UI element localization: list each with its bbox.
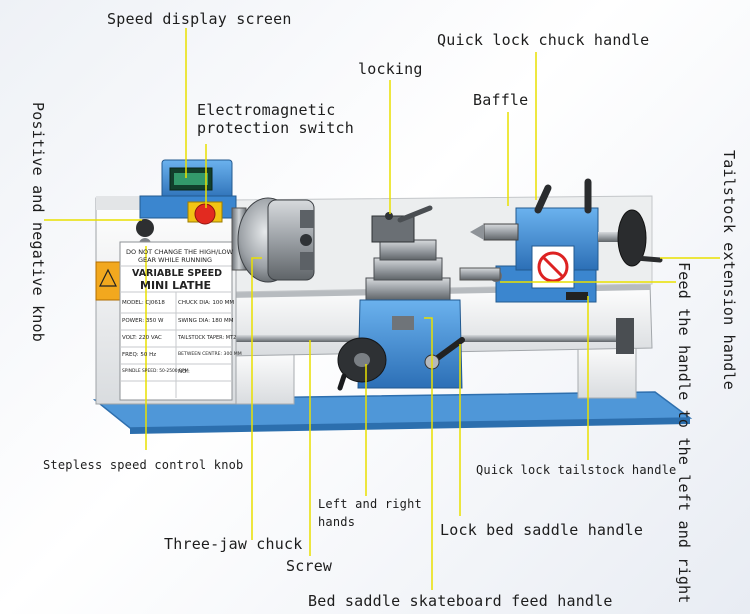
label-screw: Screw <box>286 557 333 575</box>
quick-lock-tailstock-lever <box>566 292 588 300</box>
cross-slide <box>373 257 443 281</box>
tool-post <box>371 215 415 243</box>
plate-spec-cell: TAILSTOCK TAPER: MT2 <box>178 335 237 341</box>
plate-spec-cell: FREQ: 50 Hz <box>122 352 157 358</box>
label-feed-handle-left-right: Feed the handle to the left and right <box>675 262 693 604</box>
tailstock-handwheel-handle <box>633 255 663 263</box>
tool-post-lever <box>397 205 433 223</box>
label-lock-bed-saddle-handle: Lock bed saddle handle <box>440 521 644 539</box>
compound-slide <box>379 239 437 261</box>
label-quick-lock-tailstock-handle: Quick lock tailstock handle <box>476 463 677 477</box>
plate-spec-cell: SWING DIA: 180 MM <box>178 318 234 324</box>
label-locking: locking <box>358 60 423 78</box>
bed-saddle-handwheel-hub <box>354 353 370 367</box>
feed-cross-slide-rod <box>459 267 501 281</box>
label-baffle: Baffle <box>473 91 529 109</box>
bed-foot-left <box>229 347 295 405</box>
plate-spec-cell: SPINDLE SPEED: 50-2500 RPM <box>122 369 189 374</box>
label-left-right-hands-2: hands <box>318 515 356 529</box>
bed-saddle-handwheel-handle <box>337 373 347 391</box>
direction-knob <box>136 219 154 237</box>
emergency-stop-button <box>194 203 216 225</box>
label-quick-lock-chuck-handle: Quick lock chuck handle <box>437 31 650 49</box>
label-tailstock-extension-handle: Tailstock extension handle <box>720 150 738 390</box>
plate-spec-cell: CHUCK DIA: 100 MM <box>178 300 235 306</box>
label-three-jaw-chuck: Three-jaw chuck <box>164 535 303 553</box>
base-tray-front <box>130 418 690 434</box>
warning-triangle-icon <box>99 268 117 287</box>
label-electromagnetic-2: protection switch <box>197 119 354 137</box>
pointer-lines <box>44 28 720 590</box>
plate-spec-cell: POWER: 350 W <box>122 318 164 324</box>
chuck-jaw <box>300 252 314 270</box>
label-speed-display-screen: Speed display screen <box>107 10 292 28</box>
chuck-jaw <box>300 210 314 228</box>
tailstock-quill <box>483 223 519 241</box>
no-hand-icon-slash <box>541 255 565 279</box>
pointer-bed-saddle-feed <box>424 317 433 590</box>
pointer-three-jaw-chuck <box>251 257 262 540</box>
plate-warning-line-1: DO NOT CHANGE THE HIGH/LOW <box>126 248 234 256</box>
plate-title-line-2: MINI LATHE <box>140 279 212 292</box>
speed-display-digits <box>174 173 208 185</box>
no-hand-icon <box>537 251 569 283</box>
label-stepless-speed-knob: Stepless speed control knob <box>43 458 244 472</box>
plate-spec-cell: MODEL: CJ0618 <box>122 300 165 306</box>
plate-spec-cell: NO.: <box>178 369 190 375</box>
plate-spec-cell: BETWEEN CENTRE: 300 MM <box>178 352 242 357</box>
label-positive-negative-knob: Positive and negative knob <box>29 102 47 342</box>
label-bed-saddle-feed-handle: Bed saddle skateboard feed handle <box>308 592 613 610</box>
half-nut-lever <box>392 316 414 330</box>
quick-lock-chuck-lever <box>534 184 552 214</box>
chuck-center <box>300 234 312 246</box>
plate-spec-cell: VOLT: 220 VAC <box>122 335 162 341</box>
live-center <box>470 224 484 240</box>
plate-title-line-1: VARIABLE SPEED <box>132 268 223 279</box>
bed-saddle <box>365 277 451 301</box>
lead-screw-bracket <box>616 318 634 354</box>
locking-screw <box>385 212 393 220</box>
label-left-right-hands-1: Left and right <box>318 497 422 511</box>
plate-warning-line-2: GEAR WHILE RUNNING <box>138 256 213 264</box>
warning-sticker <box>95 261 121 301</box>
tailstock-handwheel <box>617 209 647 267</box>
label-electromagnetic-1: Electromagnetic <box>197 101 336 119</box>
tailstock-screw <box>598 232 620 242</box>
